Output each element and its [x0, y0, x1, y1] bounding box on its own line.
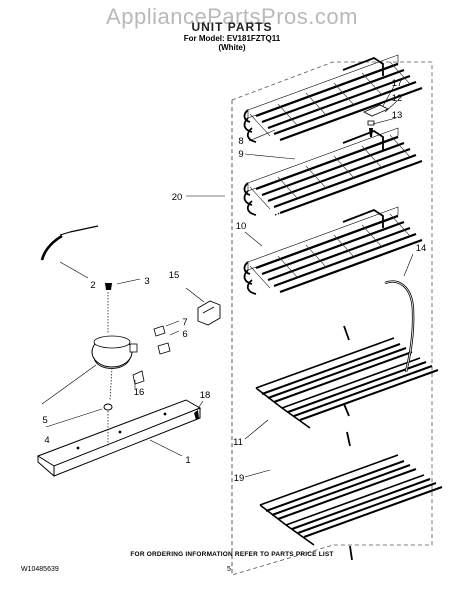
compressor [91, 335, 138, 369]
callout-4: 4 [44, 435, 49, 446]
callout-7: 7 [182, 317, 187, 328]
callout-9: 9 [238, 149, 243, 160]
callout-14: 14 [416, 243, 427, 254]
compressor-base-plate [36, 399, 202, 477]
page-title: UNIT PARTS [191, 20, 273, 34]
callout-5: 5 [42, 415, 47, 426]
color-line: (White) [218, 43, 246, 52]
callout-19: 19 [234, 473, 245, 484]
callout-6: 6 [182, 329, 187, 340]
model-subtitle: For Model: EV181FZTQ11 (White) [0, 34, 464, 52]
callout-2: 2 [90, 280, 95, 291]
ordering-note: FOR ORDERING INFORMATION REFER TO PARTS … [130, 551, 334, 558]
watermark: AppliancePartsPros.com [106, 4, 358, 29]
page-number: 5 [227, 566, 231, 573]
model-line: For Model: EV181FZTQ11 [183, 34, 281, 43]
callout-18: 18 [200, 390, 211, 401]
document-number: W10485639 [21, 566, 59, 573]
callout-11: 11 [233, 437, 243, 448]
callout-15: 15 [169, 270, 180, 281]
callout-3: 3 [144, 276, 149, 287]
callout-17: 17 [392, 78, 403, 89]
callout-16: 16 [134, 387, 145, 398]
callout-12: 12 [392, 93, 403, 104]
callout-8: 8 [238, 136, 243, 147]
callout-20: 20 [172, 192, 183, 203]
callout-10: 10 [236, 221, 247, 232]
evaporator-coil-19 [259, 454, 443, 546]
callout-13: 13 [392, 110, 403, 121]
evaporator-coil-9 [243, 126, 424, 217]
callout-1: 1 [185, 455, 190, 466]
